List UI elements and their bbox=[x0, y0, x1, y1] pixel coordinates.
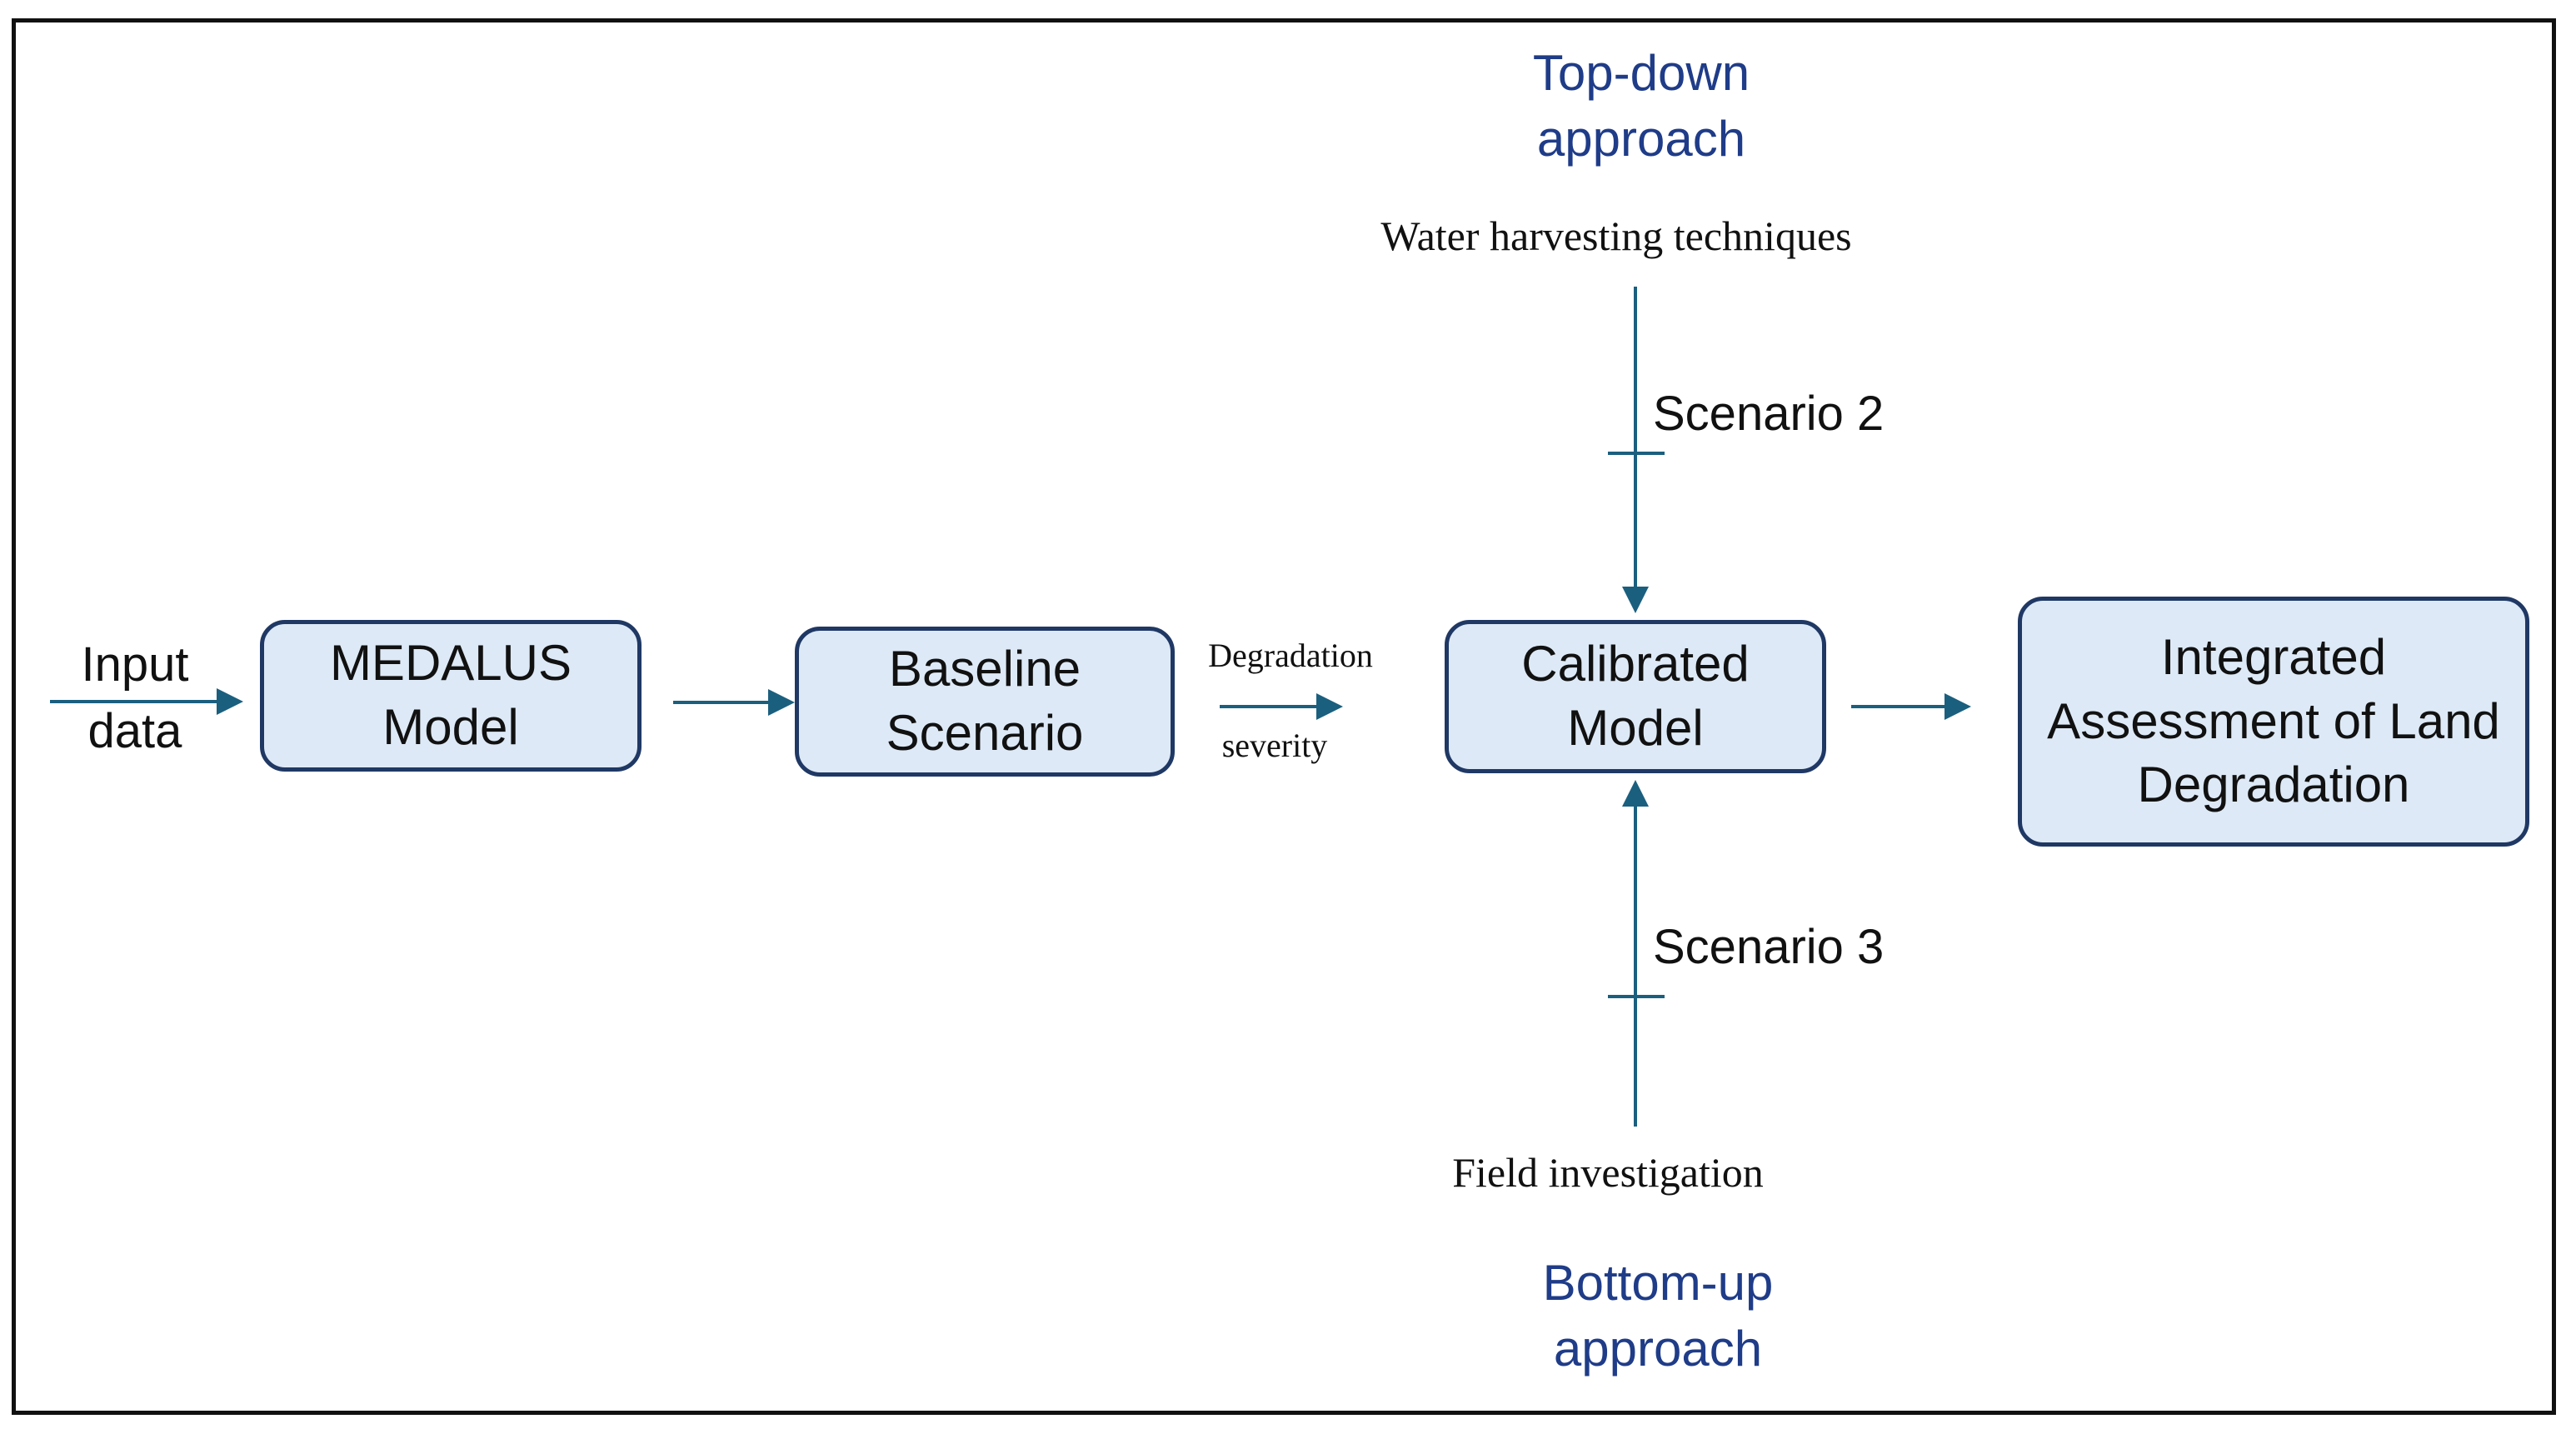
baseline-scenario-box: Baseline Scenario bbox=[795, 627, 1175, 777]
medalus-model-box: MEDALUS Model bbox=[260, 620, 642, 772]
scenario-3-label: Scenario 3 bbox=[1653, 919, 1885, 974]
calibrated-model-label: Calibrated Model bbox=[1521, 636, 1750, 756]
baseline-scenario-label: Baseline Scenario bbox=[886, 641, 1084, 761]
degradation-label: Degradation bbox=[1208, 636, 1373, 674]
input-data-label: Input data bbox=[81, 637, 189, 758]
bottom-up-approach-label: Bottom-up approach bbox=[1542, 1254, 1774, 1377]
integrated-assessment-box: Integrated Assessment of Land Degradatio… bbox=[2018, 597, 2529, 847]
top-down-approach-label: Top-down approach bbox=[1532, 44, 1750, 167]
integrated-assessment-label: Integrated Assessment of Land Degradatio… bbox=[2047, 628, 2500, 813]
severity-label: severity bbox=[1221, 726, 1328, 764]
water-harvesting-label: Water harvesting techniques bbox=[1380, 212, 1852, 259]
field-investigation-label: Field investigation bbox=[1452, 1149, 1764, 1196]
calibrated-model-box: Calibrated Model bbox=[1445, 620, 1826, 773]
scenario-2-label: Scenario 2 bbox=[1653, 386, 1885, 441]
diagram-frame bbox=[12, 18, 2556, 1415]
medalus-model-label: MEDALUS Model bbox=[329, 635, 572, 755]
